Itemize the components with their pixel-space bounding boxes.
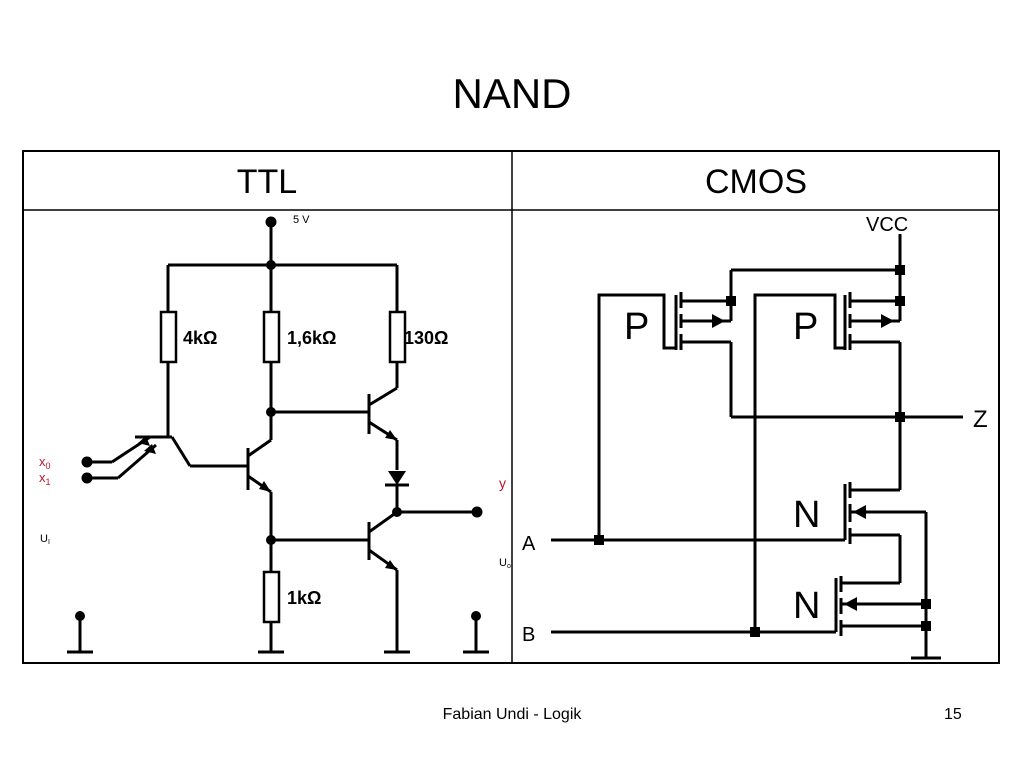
resistor-label-4k: 4kΩ [183, 328, 217, 348]
resistor-label-1-6k: 1,6kΩ [287, 328, 336, 348]
resistor-label-1k: 1kΩ [287, 588, 321, 608]
resistor-label-130: 130Ω [404, 328, 448, 348]
column-header-cmos: CMOS [705, 163, 807, 201]
vcc-label: VCC [866, 214, 908, 236]
input-label-b: B [522, 624, 535, 646]
cmos-arrows [712, 314, 894, 611]
ttl-circuit [67, 222, 489, 654]
ttl-arrows [138, 430, 406, 570]
comparison-table [22, 150, 1000, 664]
column-header-ttl: TTL [236, 163, 298, 201]
pmos-label-2: P [793, 306, 818, 348]
pmos-label-1: P [624, 306, 649, 348]
nmos-label-2: N [793, 585, 820, 627]
input-label-x0: x0 [39, 454, 51, 471]
diode-icon [388, 471, 406, 485]
input-voltage-label: UI [40, 533, 50, 546]
cmos-nodes [594, 265, 931, 637]
ttl-nodes [75, 216, 483, 621]
input-label-x1: x1 [39, 470, 51, 487]
cmos-circuit [551, 234, 963, 660]
input-label-a: A [522, 533, 536, 555]
nmos-label-1: N [793, 494, 820, 536]
cmos-labels: VCC P P N N Z A B [522, 214, 988, 646]
supply-voltage-label: 5 V [293, 214, 310, 226]
output-voltage-label: Uo [499, 557, 511, 570]
slide-title: NAND [452, 70, 572, 117]
output-label-z: Z [973, 406, 988, 433]
ttl-labels: 5 V 4kΩ 1,6kΩ 130Ω 1kΩ x0 x1 y UI Uo [39, 214, 511, 608]
output-label-y: y [499, 475, 506, 491]
page-number: 15 [944, 706, 962, 723]
footer-author: Fabian Undi - Logik [442, 706, 582, 723]
